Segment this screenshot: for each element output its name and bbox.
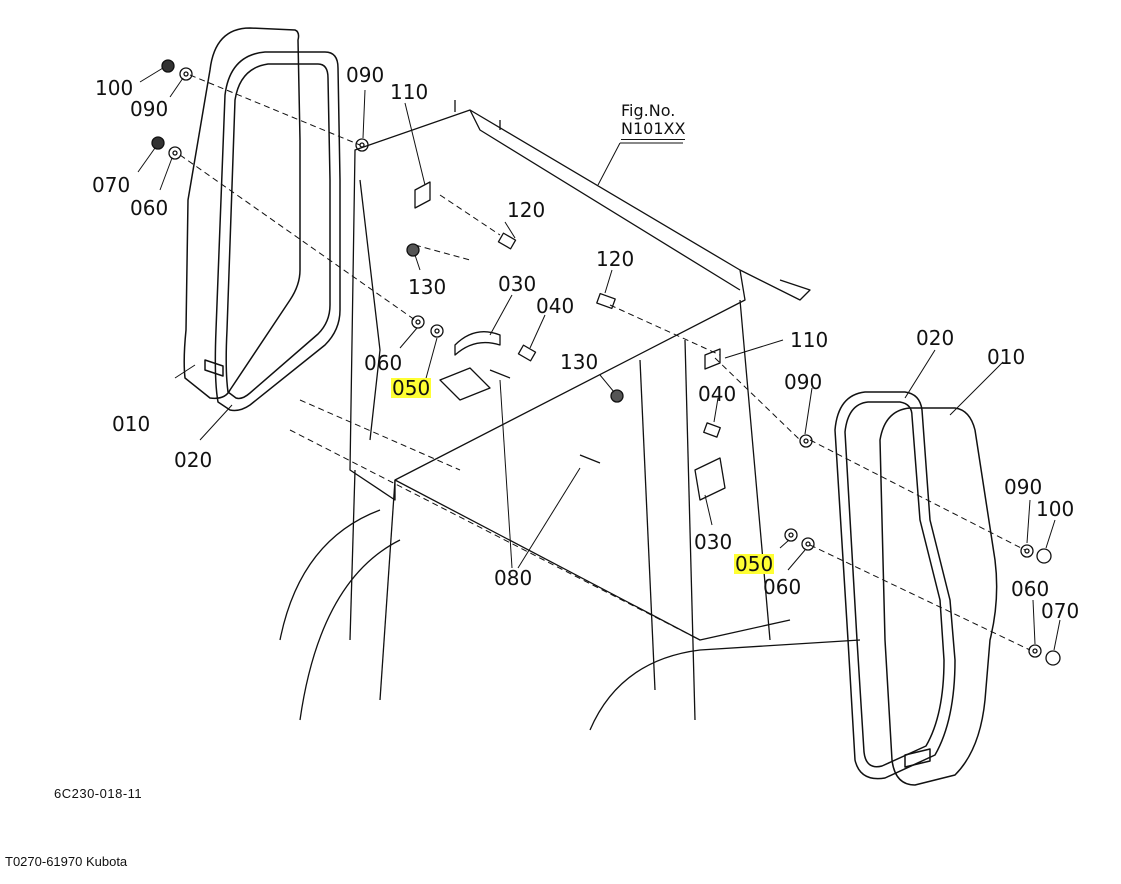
callout-130: 130 — [408, 275, 447, 299]
figure-reference: Fig.No. N101XX — [621, 101, 686, 140]
drawing-number: 6C230-018-11 — [54, 786, 143, 801]
part-caption: T0270-61970 Kubota — [5, 854, 128, 869]
right-glass-panel — [879, 407, 998, 786]
figure-code: N101XX — [621, 119, 686, 140]
callout-130: 130 — [560, 350, 599, 374]
callout-100: 100 — [1036, 497, 1075, 521]
left-glass-panel — [183, 27, 301, 400]
callout-040: 040 — [536, 294, 575, 318]
callout-010: 010 — [112, 412, 151, 436]
assembly-leader-lines — [179, 74, 1031, 651]
figure-label: Fig.No. — [621, 101, 676, 120]
callout-120: 120 — [507, 198, 546, 222]
callout-leaders — [137, 67, 1061, 651]
callout-030: 030 — [694, 530, 733, 554]
callout-090: 090 — [784, 370, 823, 394]
callout-030: 030 — [498, 272, 537, 296]
callout-060: 060 — [364, 351, 403, 375]
callout-050-highlighted: 050 — [734, 552, 775, 576]
callout-040: 040 — [698, 382, 737, 406]
callout-100: 100 — [95, 76, 134, 100]
callout-060: 060 — [763, 575, 802, 599]
callout-060: 060 — [130, 196, 169, 220]
callout-060: 060 — [1011, 577, 1050, 601]
callout-090: 090 — [346, 63, 385, 87]
callout-050-highlighted: 050 — [391, 376, 432, 400]
callout-090: 090 — [130, 97, 169, 121]
left-window-seal — [214, 51, 341, 412]
callout-080: 080 — [494, 566, 533, 590]
callout-070: 070 — [1041, 599, 1080, 623]
callout-090: 090 — [1004, 475, 1043, 499]
callout-020: 020 — [174, 448, 213, 472]
callout-120: 120 — [596, 247, 635, 271]
callout-110: 110 — [790, 328, 829, 352]
cab-frame — [279, 100, 861, 731]
callout-010: 010 — [987, 345, 1026, 369]
callout-110: 110 — [390, 80, 429, 104]
callout-070: 070 — [92, 173, 131, 197]
fasteners — [151, 59, 1061, 666]
right-window-seal — [834, 391, 956, 780]
callout-020: 020 — [916, 326, 955, 350]
